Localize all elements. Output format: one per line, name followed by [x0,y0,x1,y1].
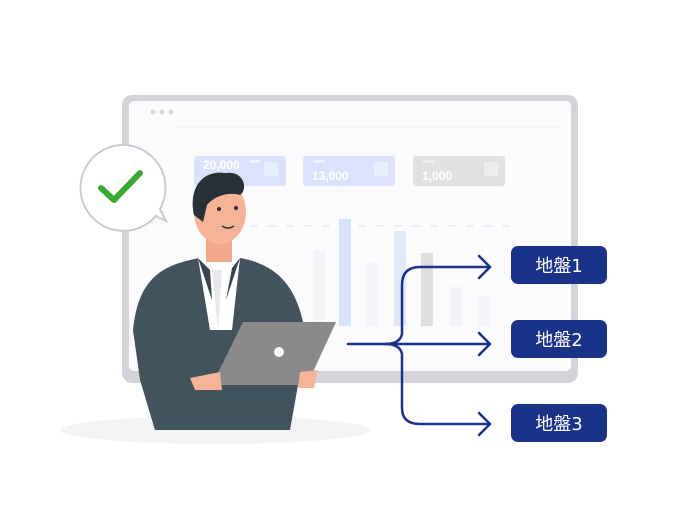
person [133,172,306,430]
bar [366,263,378,326]
window-dot-icon [150,109,156,115]
bar [421,253,433,326]
laptop [190,322,336,390]
target-label-2: 地盤2 [511,320,607,358]
stat-card: 13,000 [303,156,395,186]
bar [394,231,406,326]
stat-card: 1,000 [413,156,505,186]
window-dot-icon [168,109,174,115]
window-dot-icon [159,109,165,115]
arrow-head-icon [477,254,492,280]
stat-card-value: 13,000 [312,169,349,183]
target-label-3: 地盤3 [511,404,607,442]
bar [478,296,490,326]
hair [192,172,245,222]
bar [450,287,462,326]
target-label-1: 地盤1 [511,246,607,284]
stat-card-value: 20,000 [203,158,240,172]
stat-card-value: 1,000 [422,169,452,183]
branch-arrows [346,254,492,437]
bar [339,219,351,326]
speech-bubble [79,143,169,232]
check-icon [98,170,143,203]
arrow-head-icon [477,411,492,437]
bar-chart [313,219,490,326]
arrow-head-icon [477,331,492,357]
bar [313,250,325,326]
